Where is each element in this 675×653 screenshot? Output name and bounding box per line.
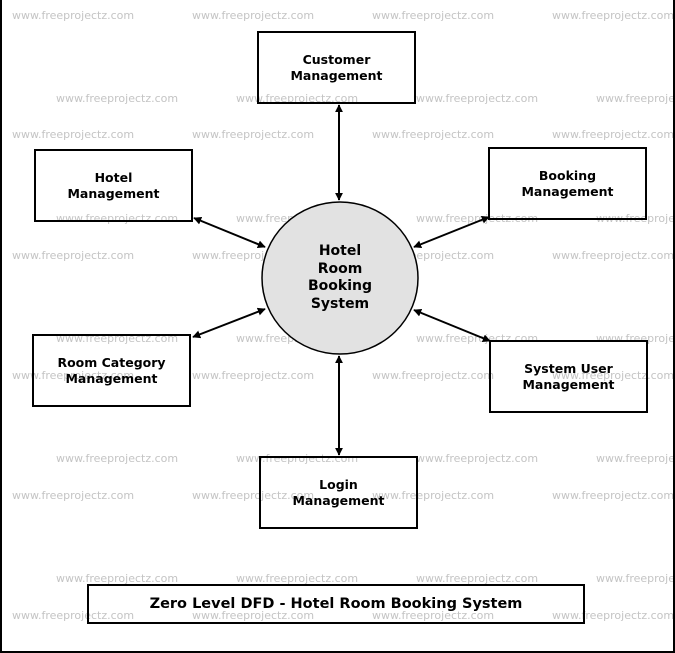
hotel-management-label: Hotel Management [67,169,160,201]
booking-management-label: Booking Management [521,167,614,199]
diagram-caption-box: Zero Level DFD - Hotel Room Booking Syst… [87,584,585,624]
flow-booking [413,215,490,249]
diagram-caption: Zero Level DFD - Hotel Room Booking Syst… [149,596,523,612]
flow-hotel [193,217,266,248]
customer-management-label: Customer Management [290,51,383,83]
room-category-management-label: Room Category Management [57,354,166,386]
hotel-management-entity: Hotel Management [34,149,193,222]
central-process-circle [261,201,419,355]
central-process-label: Hotel Room Booking System [307,243,372,312]
booking-management-entity: Booking Management [488,147,647,220]
flow-room-category [192,307,266,339]
system-user-management-entity: System User Management [489,340,648,413]
system-user-management-label: System User Management [522,360,615,392]
customer-management-entity: Customer Management [257,31,416,104]
flow-system-user [413,309,491,342]
room-category-management-entity: Room Category Management [32,334,191,407]
login-management-label: Login Management [292,476,385,508]
login-management-entity: Login Management [259,456,418,529]
